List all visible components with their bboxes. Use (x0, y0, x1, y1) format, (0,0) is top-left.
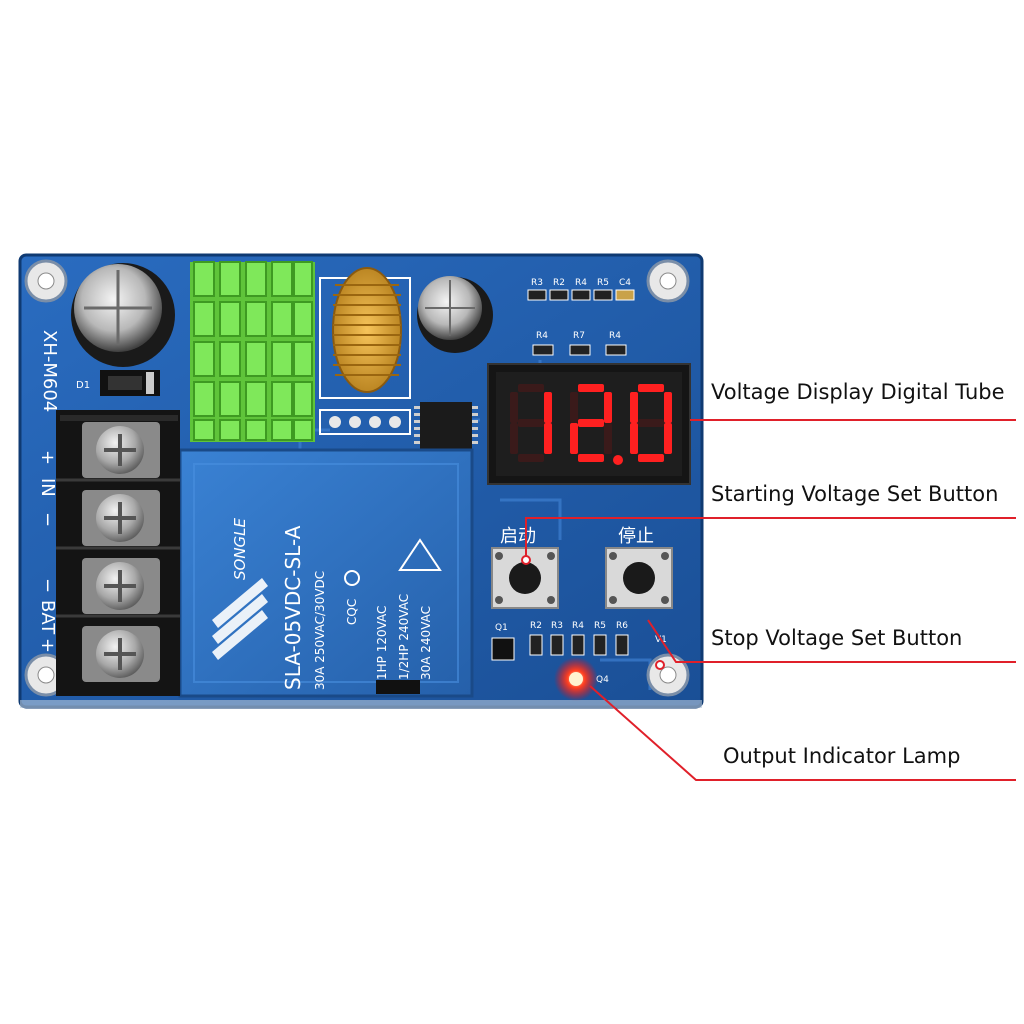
silk-r2-bot: R2 (530, 621, 542, 631)
relay-cert: CQC (345, 599, 359, 625)
display-digits (510, 384, 672, 465)
silk-r4-bot: R4 (572, 621, 584, 631)
smd-resistors-bottom (491, 634, 629, 661)
heatsink (190, 261, 315, 442)
start-button[interactable] (491, 547, 559, 609)
output-indicator-led (554, 657, 598, 701)
callout-label-output-lamp: Output Indicator Lamp (723, 744, 961, 768)
silk-r4-top: R4 (575, 278, 587, 288)
silk-q1: Q1 (495, 623, 508, 633)
relay (178, 448, 474, 698)
display-digit-2-seg-d (638, 454, 664, 462)
smd-resistors-top (527, 289, 635, 356)
display-digit-0-seg-f (510, 392, 518, 423)
relay-rating-2: 1/2HP 240VAC (397, 594, 411, 680)
silk-d1: D1 (76, 380, 90, 391)
display-digit-1-seg-d (578, 454, 604, 462)
callout-label-start-button: Starting Voltage Set Button (711, 482, 999, 506)
terminal-block (56, 410, 180, 696)
electrolytic-capacitor-left (71, 263, 175, 367)
display-digit-0-seg-a (518, 384, 544, 392)
display-digit-1-seg-b (604, 392, 612, 423)
relay-brand: SONGLE (231, 517, 249, 580)
display-digit-2-seg-b (664, 392, 672, 423)
silk-r6-bot: R6 (616, 621, 628, 631)
silk-c4-top: C4 (619, 278, 631, 288)
silk-r3-top: R3 (531, 278, 543, 288)
display-digit-0-seg-g (518, 419, 544, 427)
callout-label-stop-button: Stop Voltage Set Button (711, 626, 963, 650)
silk-r4-mid: R4 (536, 331, 548, 341)
display-digit-1-seg-a (578, 384, 604, 392)
terminal-label-in-plus: + (37, 450, 58, 465)
board-model-label: XH-M604 (39, 330, 60, 412)
display-digit-0-seg-e (510, 423, 518, 454)
relay-rating-0: 30A 250VAC/30VDC (313, 571, 327, 690)
display-digit-1-seg-f (570, 392, 578, 423)
display-digit-1-seg-e (570, 423, 578, 454)
relay-rating-1: 1HP 120VAC (375, 606, 389, 680)
relay-model: SLA-05VDC-SL-A (281, 525, 305, 690)
terminal-label-bat-minus: − (37, 578, 58, 593)
terminal-label-in: IN (37, 478, 58, 497)
display-digit-2-seg-a (638, 384, 664, 392)
callout-dot-start (521, 555, 531, 565)
silk-r5-top: R5 (597, 278, 609, 288)
pin-header (319, 409, 411, 435)
ic-chip (414, 402, 478, 450)
smd-chip-bottom (376, 680, 420, 694)
start-button-label: 启动 (500, 526, 536, 547)
display-digit-2-seg-g (638, 419, 664, 427)
callout-label-voltage-display: Voltage Display Digital Tube (711, 380, 1005, 404)
electrolytic-capacitor-right (417, 276, 493, 353)
display-digit-0-seg-b (544, 392, 552, 423)
callout-line-start (525, 517, 1016, 560)
display-digit-2-seg-f (630, 392, 638, 423)
callout-lines (525, 419, 1016, 781)
display-digit-0-seg-c (544, 423, 552, 454)
display-digit-0-seg-d (518, 454, 544, 462)
silk-r7-mid: R7 (573, 331, 585, 341)
inductor-coil (319, 267, 411, 399)
silk-r4-mid2: R4 (609, 331, 621, 341)
terminal-label-in-minus: − (37, 512, 58, 527)
display-digit-2-seg-e (630, 423, 638, 454)
silk-r2-top: R2 (553, 278, 565, 288)
display-digit-1-seg-g (578, 419, 604, 427)
callout-line-led (589, 685, 1016, 781)
silk-r3-bot: R3 (551, 621, 563, 631)
display-digit-2-seg-c (664, 423, 672, 454)
diode-d1 (100, 370, 160, 396)
callout-dot-stop (655, 660, 665, 670)
silk-q4: Q4 (596, 675, 609, 685)
stop-button-label: 停止 (618, 526, 654, 547)
terminal-label-bat: BAT (37, 600, 58, 635)
display-decimal-point (613, 455, 623, 465)
stop-button[interactable] (605, 547, 673, 609)
terminal-label-bat-plus: + (37, 638, 58, 653)
display-digit-1-seg-c (604, 423, 612, 454)
silk-r5-bot: R5 (594, 621, 606, 631)
relay-rating-3: 30A 240VAC (419, 606, 433, 680)
callout-line-stop (647, 619, 1016, 663)
